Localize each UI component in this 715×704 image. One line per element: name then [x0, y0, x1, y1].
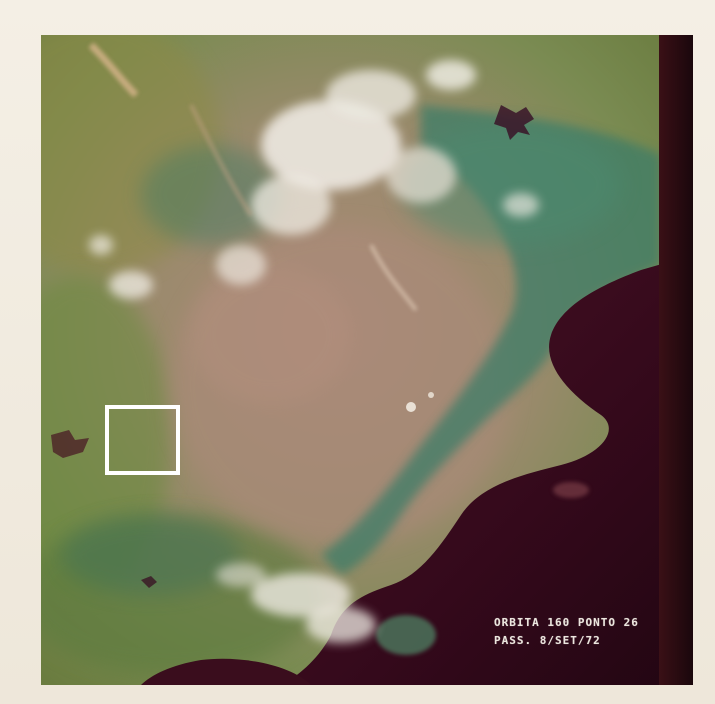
satellite-image-canvas [41, 35, 693, 685]
forest-northwest [141, 145, 281, 245]
ridge-streak-2 [189, 104, 253, 217]
ocean-bay [281, 255, 693, 685]
forest-southwest [61, 515, 241, 595]
bay-island [553, 482, 589, 498]
bright-speck [406, 402, 416, 412]
ridge-streak [88, 42, 139, 98]
image-edge-strip [659, 35, 693, 685]
cloud-cover [89, 60, 539, 643]
reservoir-south [141, 576, 157, 588]
forest-north [401, 125, 621, 245]
study-area-marker-box [105, 405, 180, 475]
caption-pass-date-line: PASS. 8/SET/72 [494, 634, 601, 647]
reservoir-west [51, 430, 89, 458]
ridge-streak-3 [369, 244, 418, 312]
coastal-island [376, 615, 436, 655]
caption-orbit-line: ORBITA 160 PONTO 26 [494, 616, 639, 629]
ocean-south-inlet [141, 658, 311, 685]
terrain-pink-patch [191, 265, 351, 405]
reservoir-north [494, 105, 534, 140]
bright-speck-2 [428, 392, 434, 398]
satellite-image [41, 35, 693, 685]
